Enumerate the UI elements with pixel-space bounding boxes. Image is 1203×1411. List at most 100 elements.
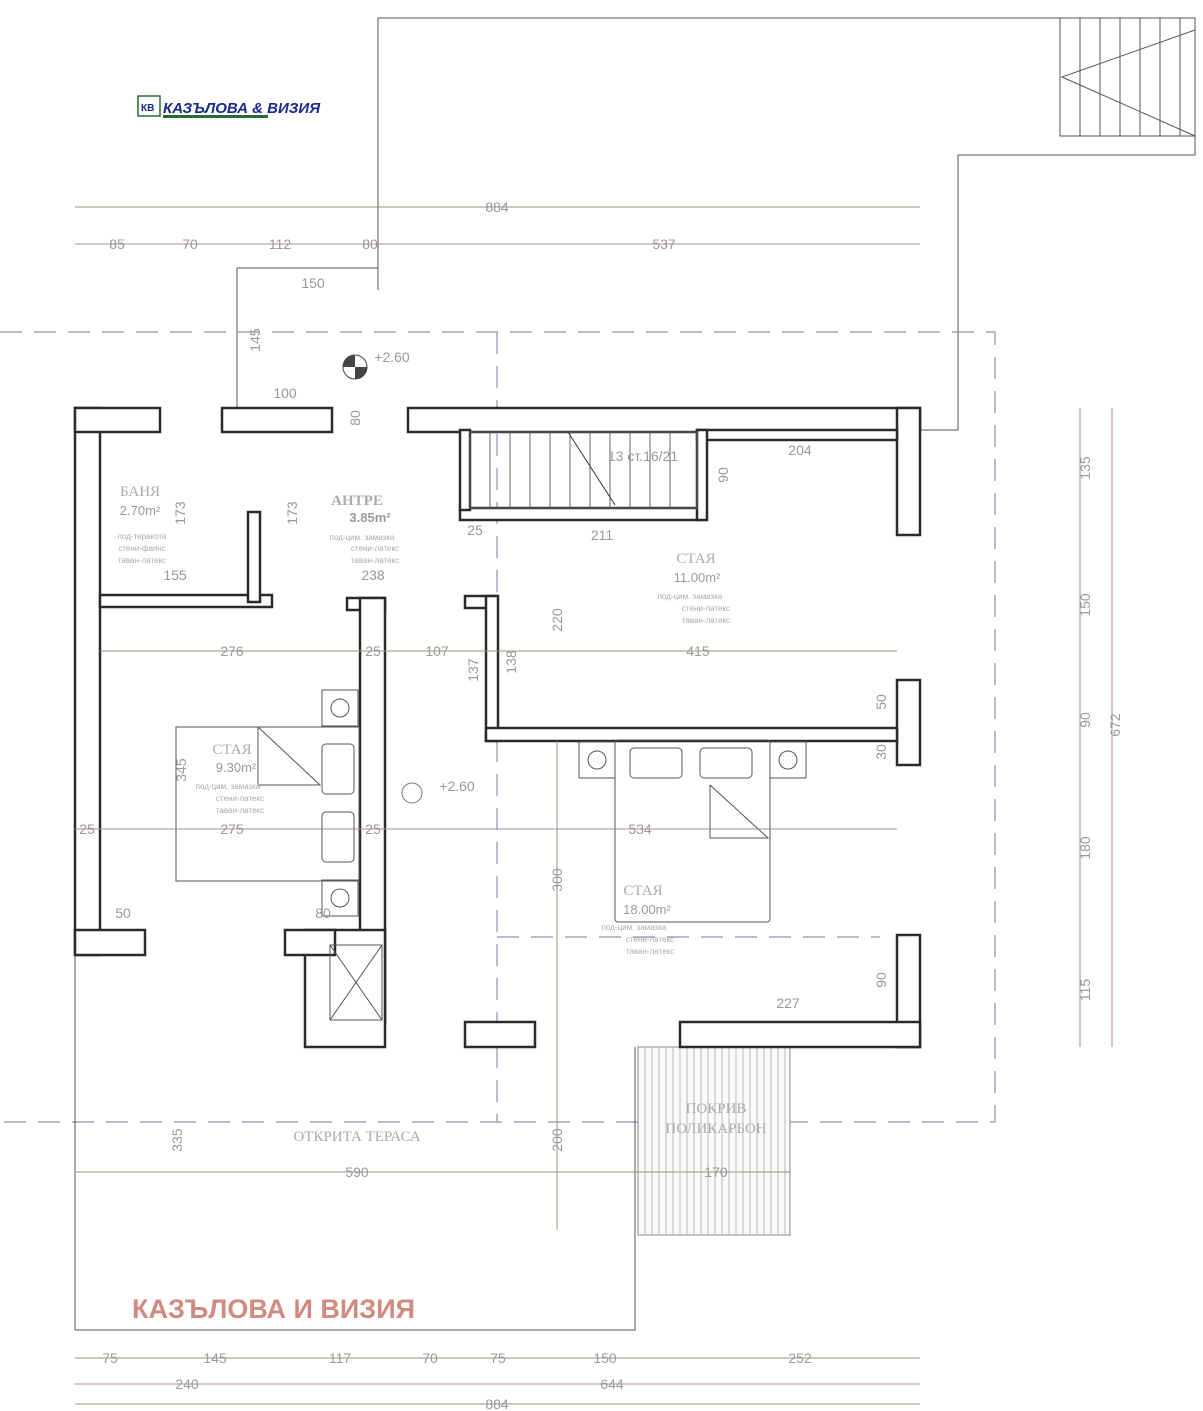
svg-text:под-цим. замазка: под-цим. замазка	[658, 592, 723, 601]
svg-text:25: 25	[467, 522, 483, 538]
svg-text:стени-фаянс: стени-фаянс	[118, 544, 165, 553]
svg-text:80: 80	[315, 905, 331, 921]
svg-text:884: 884	[485, 1396, 509, 1411]
svg-text:50: 50	[873, 694, 889, 710]
svg-text:под-цим. замазка: под-цим. замазка	[196, 782, 261, 791]
svg-text:СТАЯ: СТАЯ	[623, 883, 662, 899]
svg-text:211: 211	[591, 527, 614, 543]
svg-text:227: 227	[776, 995, 800, 1011]
svg-text:300: 300	[549, 868, 565, 892]
svg-text:220: 220	[549, 608, 565, 632]
svg-text:345: 345	[173, 758, 189, 782]
svg-text:204: 204	[788, 442, 812, 458]
svg-text:180: 180	[1077, 836, 1093, 860]
site-outline	[377, 17, 1196, 431]
level-mark-entrance: +2.60	[342, 349, 410, 380]
terrace-outline	[74, 955, 636, 1331]
svg-text:таван-латекс: таван-латекс	[351, 556, 399, 565]
svg-text:таван-латекс: таван-латекс	[626, 947, 674, 956]
svg-text:238: 238	[361, 567, 385, 583]
svg-text:70: 70	[422, 1350, 438, 1366]
walls	[73, 406, 922, 1049]
polycarbonate-roof	[637, 1046, 791, 1236]
svg-text:30: 30	[873, 744, 889, 760]
svg-text:стени-латекс: стени-латекс	[626, 935, 674, 944]
svg-text:70: 70	[182, 236, 198, 252]
roof-label-1: ПОКРИВ	[686, 1101, 747, 1117]
svg-text:75: 75	[102, 1350, 118, 1366]
svg-text:415: 415	[686, 643, 710, 659]
svg-text:18.00m²: 18.00m²	[623, 902, 671, 917]
svg-text:+2.60: +2.60	[374, 349, 410, 365]
svg-text:таван-латекс: таван-латекс	[216, 806, 264, 815]
svg-text:стени-латекс: стени-латекс	[216, 794, 264, 803]
svg-text:252: 252	[788, 1350, 812, 1366]
room-hall: АНТРЕ 3.85m² под-цим. замазка стени-лате…	[330, 493, 399, 565]
svg-text:+2.60: +2.60	[439, 778, 475, 794]
svg-text:135: 135	[1077, 456, 1093, 480]
svg-text:90: 90	[1077, 712, 1093, 728]
terrace-label: ОТКРИТА ТЕРАСА	[293, 1129, 420, 1145]
svg-text:БАНЯ: БАНЯ	[120, 484, 160, 500]
svg-text:50: 50	[115, 905, 131, 921]
entry-porch	[236, 267, 379, 408]
svg-text:таван-латекс: таван-латекс	[682, 616, 730, 625]
room-9: СТАЯ 9.30m² под-цим. замазка стени-латек…	[196, 742, 264, 815]
svg-text:117: 117	[329, 1350, 352, 1366]
svg-text:150: 150	[301, 275, 325, 291]
level-mark-room: +2.60	[401, 778, 475, 804]
dimension-labels: 884 85 70 112 80 537 150 145 100 80 173 …	[79, 199, 1123, 1411]
svg-text:стени-латекс: стени-латекс	[351, 544, 399, 553]
svg-text:276: 276	[220, 643, 244, 659]
svg-text:173: 173	[284, 501, 300, 525]
svg-text:2.70m²: 2.70m²	[120, 503, 161, 518]
svg-text:155: 155	[163, 567, 187, 583]
svg-text:25: 25	[365, 821, 381, 837]
roof-label-2: ПОЛИКАРБОН	[665, 1121, 766, 1137]
svg-text:200: 200	[549, 1128, 565, 1152]
room-11: СТАЯ 11.00m² под-цим. замазка стени-лате…	[658, 551, 730, 625]
svg-text:85: 85	[109, 236, 125, 252]
svg-text:644: 644	[600, 1376, 624, 1392]
svg-text:СТАЯ: СТАЯ	[212, 742, 251, 758]
svg-text:80: 80	[362, 236, 378, 252]
svg-text:145: 145	[203, 1350, 227, 1366]
svg-text:537: 537	[652, 236, 676, 252]
svg-text:884: 884	[485, 199, 509, 215]
room-bath: БАНЯ 2.70m² под-теракота стени-фаянс тав…	[118, 484, 167, 565]
furniture	[175, 689, 807, 1021]
svg-text:под-теракота: под-теракота	[118, 532, 167, 541]
svg-text:25: 25	[79, 821, 95, 837]
svg-text:150: 150	[1077, 593, 1093, 617]
company-logo: КВ КАЗЪЛОВА & ВИЗИЯ	[137, 95, 321, 118]
svg-text:100: 100	[273, 385, 297, 401]
svg-text:13 ст.16/21: 13 ст.16/21	[608, 448, 678, 464]
svg-text:КАЗЪЛОВА & ВИЗИЯ: КАЗЪЛОВА & ВИЗИЯ	[163, 100, 321, 117]
dimension-lines	[75, 206, 1113, 1405]
svg-text:80: 80	[347, 410, 363, 426]
svg-text:137: 137	[465, 658, 481, 682]
svg-text:173: 173	[172, 501, 188, 525]
svg-text:90: 90	[715, 467, 731, 483]
svg-text:90: 90	[873, 972, 889, 988]
exterior-stair	[1059, 17, 1196, 137]
svg-text:75: 75	[490, 1350, 506, 1366]
svg-text:107: 107	[425, 643, 449, 659]
svg-text:25: 25	[365, 643, 381, 659]
interior-stair: 13 ст.16/21	[469, 431, 698, 509]
watermark: КАЗЪЛОВА И ВИЗИЯ	[132, 1294, 415, 1324]
svg-text:КВ: КВ	[141, 103, 154, 114]
svg-text:590: 590	[345, 1164, 369, 1180]
svg-text:275: 275	[220, 821, 244, 837]
svg-text:9.30m²: 9.30m²	[216, 760, 257, 775]
svg-text:672: 672	[1107, 713, 1123, 737]
svg-text:под-цим. замазка: под-цим. замазка	[330, 533, 395, 542]
svg-text:138: 138	[503, 650, 519, 674]
svg-text:под-цим. замазка: под-цим. замазка	[602, 923, 667, 932]
svg-text:11.00m²: 11.00m²	[674, 570, 721, 585]
svg-text:534: 534	[628, 821, 652, 837]
svg-text:145: 145	[247, 328, 263, 352]
svg-text:112: 112	[269, 236, 292, 252]
svg-text:335: 335	[169, 1128, 185, 1152]
